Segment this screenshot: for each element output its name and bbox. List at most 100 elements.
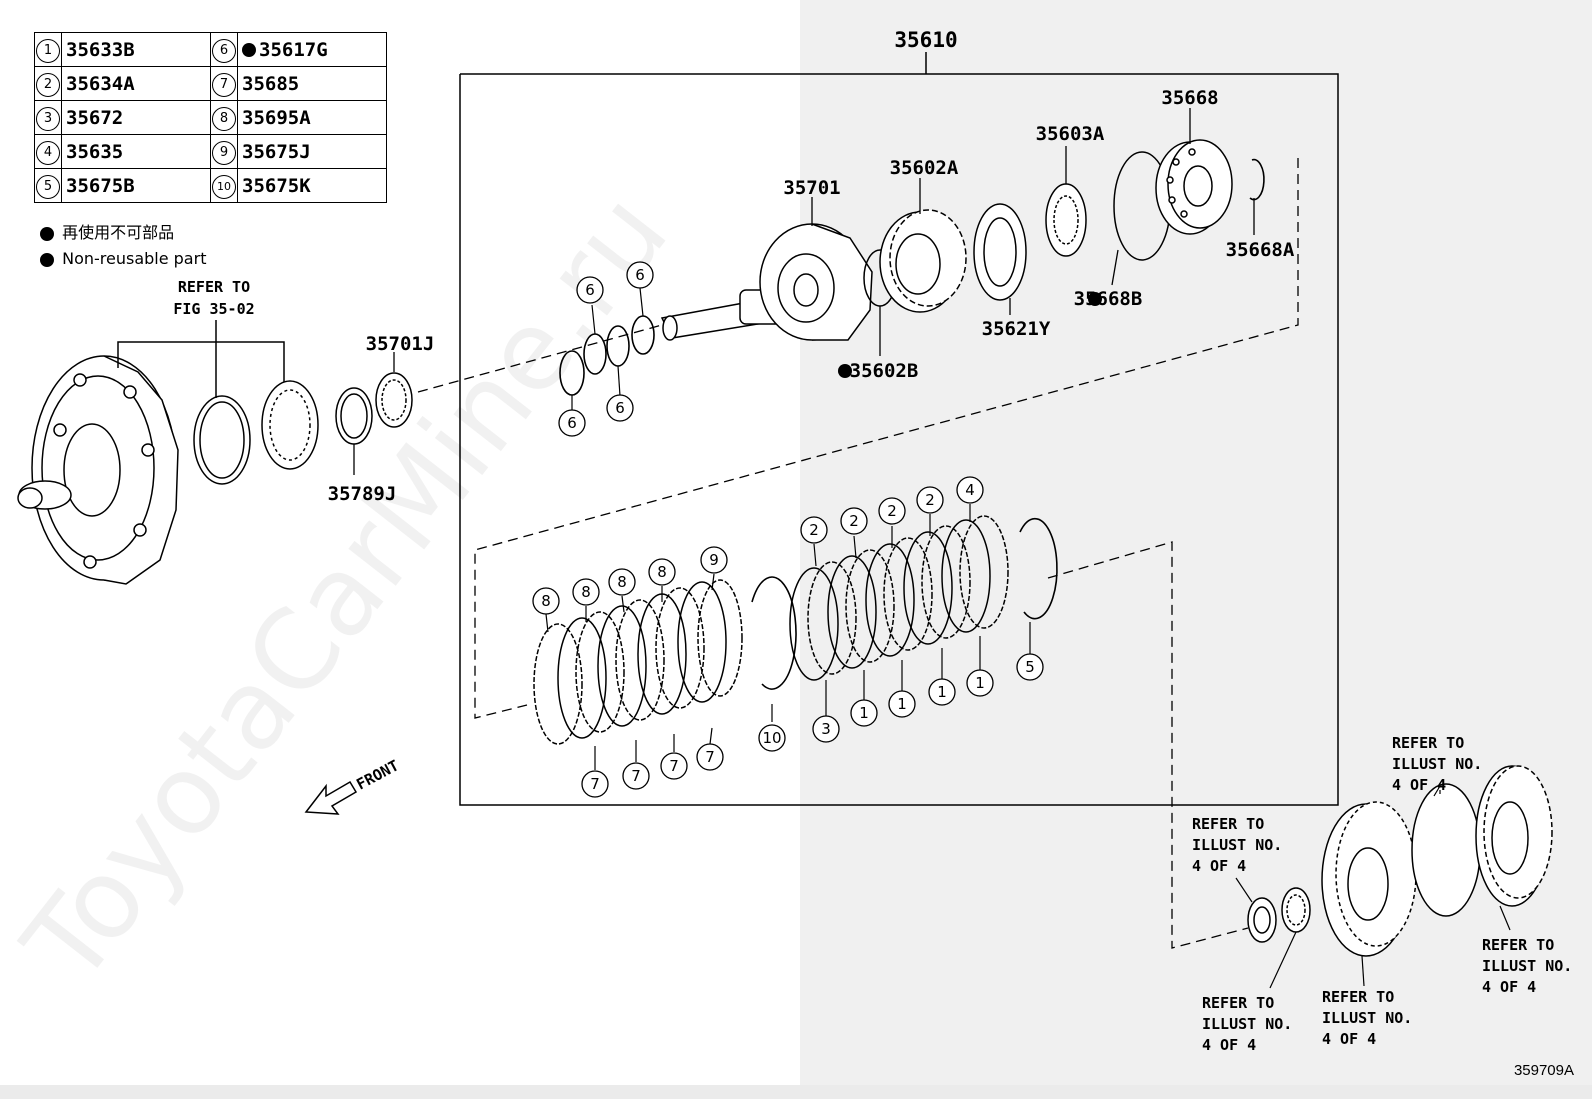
refer-illust-right: REFER TO ILLUST NO. 4 OF 4 <box>1482 936 1572 996</box>
label-35610[interactable]: 35610 <box>894 28 957 52</box>
callout-4: 4 <box>965 481 975 499</box>
bearing-35621Y[interactable] <box>973 203 1027 301</box>
legend-part[interactable]: 35695A <box>237 100 387 135</box>
legend-row: 1 35633B 6 35617G <box>34 32 387 67</box>
svg-text:REFER TO: REFER TO <box>1202 994 1274 1012</box>
refer-fig-line2: FIG 35-02 <box>173 300 254 318</box>
callout-8: 8 <box>541 592 551 610</box>
dashed-leaders <box>417 158 1299 949</box>
oil-pump-body[interactable] <box>17 355 179 585</box>
snap-ring-5[interactable] <box>1019 517 1058 620</box>
svg-text:REFER TO: REFER TO <box>1392 734 1464 752</box>
bearing-35603A[interactable] <box>1045 183 1087 257</box>
svg-text:ILLUST NO.: ILLUST NO. <box>1192 836 1282 854</box>
legend-part[interactable]: 35685 <box>237 66 387 101</box>
legend-num: 2 <box>36 72 60 97</box>
refer-illust-mid-left: REFER TO ILLUST NO. 4 OF 4 <box>1192 815 1282 875</box>
svg-text:ILLUST NO.: ILLUST NO. <box>1202 1015 1292 1033</box>
legend-part[interactable]: 35675B <box>61 168 211 203</box>
legend-table: 1 35633B 6 35617G 2 35634A 7 35685 3 356… <box>34 32 387 203</box>
legend-num: 3 <box>36 106 60 131</box>
svg-text:ILLUST NO.: ILLUST NO. <box>1392 755 1482 773</box>
callout-7: 7 <box>669 757 679 775</box>
svg-text:4 OF 4: 4 OF 4 <box>1392 776 1446 794</box>
label-35603A[interactable]: 35603A <box>1036 123 1105 145</box>
callout-2: 2 <box>887 502 897 520</box>
label-35621Y[interactable]: 35621Y <box>982 318 1051 340</box>
refer-fig-line1: REFER TO <box>178 278 250 296</box>
note-jp: 再使用不可部品 <box>40 220 206 246</box>
nonreusable-dot <box>242 43 256 57</box>
leader-35668B <box>1111 249 1119 286</box>
refer-illust-top-right: REFER TO ILLUST NO. 4 OF 4 <box>1392 734 1482 794</box>
diagram-code: 359709A <box>1513 1062 1574 1079</box>
callout-7: 7 <box>631 767 641 785</box>
callout-7: 7 <box>705 748 715 766</box>
callout-10: 10 <box>762 729 781 747</box>
fig-bracket <box>117 320 285 398</box>
label-35668[interactable]: 35668 <box>1161 87 1218 109</box>
callout-6: 6 <box>585 281 595 299</box>
callout-1: 1 <box>937 683 947 701</box>
legend-row: 3 35672 8 35695A <box>34 100 387 135</box>
background-bottom-strip <box>0 1085 1592 1099</box>
bearing-35701J[interactable] <box>375 372 413 428</box>
clutch-drum-35701[interactable] <box>660 223 873 341</box>
callouts <box>532 261 1044 798</box>
legend-row: 4 35635 9 35675J <box>34 134 387 169</box>
washer-35789J[interactable] <box>335 387 373 445</box>
legend-num: 1 <box>36 38 60 63</box>
pump-seal-ring[interactable] <box>193 395 251 485</box>
legend-num: 7 <box>212 72 236 97</box>
label-35789J[interactable]: 35789J <box>328 483 397 505</box>
clutch-plates-pack-left[interactable] <box>533 579 743 745</box>
nonreusable-dot <box>40 226 54 241</box>
front-label: FRONT <box>353 756 401 793</box>
legend-num: 10 <box>212 174 236 199</box>
legend-num: 5 <box>36 174 60 199</box>
label-35701[interactable]: 35701 <box>783 177 840 199</box>
callout-2: 2 <box>809 521 819 539</box>
legend-part[interactable]: 35633B <box>61 32 211 67</box>
callout-6: 6 <box>567 414 577 432</box>
snap-ring-35668A[interactable] <box>1249 158 1265 201</box>
nonreusable-dot <box>40 252 54 267</box>
legend-part[interactable]: 35635 <box>61 134 211 169</box>
callout-1: 1 <box>859 704 869 722</box>
bottom-right-parts[interactable] <box>1247 765 1553 957</box>
callout-6: 6 <box>615 399 625 417</box>
svg-text:4 OF 4: 4 OF 4 <box>1202 1036 1256 1054</box>
callout-numbers: 6 6 6 6 8 8 8 8 9 2 2 2 2 4 7 7 7 7 10 3… <box>541 266 1035 793</box>
callout-1: 1 <box>897 695 907 713</box>
legend-part[interactable]: 35675J <box>237 134 387 169</box>
svg-text:4 OF 4: 4 OF 4 <box>1482 978 1536 996</box>
pump-thrust-bearing[interactable] <box>261 380 319 470</box>
legend-part[interactable]: 35675K <box>237 168 387 203</box>
callout-6: 6 <box>635 266 645 284</box>
legend-part[interactable]: 35617G <box>237 32 387 67</box>
legend-row: 2 35634A 7 35685 <box>34 66 387 101</box>
callout-9: 9 <box>709 551 719 569</box>
legend-part[interactable]: 35634A <box>61 66 211 101</box>
legend-part[interactable]: 35672 <box>61 100 211 135</box>
label-35701J[interactable]: 35701J <box>366 333 435 355</box>
callout-8: 8 <box>581 583 591 601</box>
callout-7: 7 <box>590 775 600 793</box>
label-35668B[interactable]: 35668B <box>1074 288 1143 310</box>
bottom-right-leaders <box>1235 785 1511 989</box>
legend-num: 4 <box>36 140 60 165</box>
label-35602B[interactable]: 35602B <box>850 360 919 382</box>
snap-ring-10[interactable] <box>751 576 797 690</box>
svg-text:ILLUST NO.: ILLUST NO. <box>1322 1009 1412 1027</box>
callout-5: 5 <box>1025 658 1035 676</box>
gear-35602A[interactable] <box>879 209 967 313</box>
svg-text:REFER TO: REFER TO <box>1482 936 1554 954</box>
legend-num: 9 <box>212 140 236 165</box>
callout-leaders-6 <box>571 287 644 410</box>
label-35602A[interactable]: 35602A <box>890 157 959 179</box>
hub-35668[interactable] <box>1155 139 1233 235</box>
label-35668A[interactable]: 35668A <box>1226 239 1295 261</box>
nonreusable-dot-35602B <box>838 364 852 378</box>
clutch-plates-pack-right[interactable] <box>789 515 1009 681</box>
